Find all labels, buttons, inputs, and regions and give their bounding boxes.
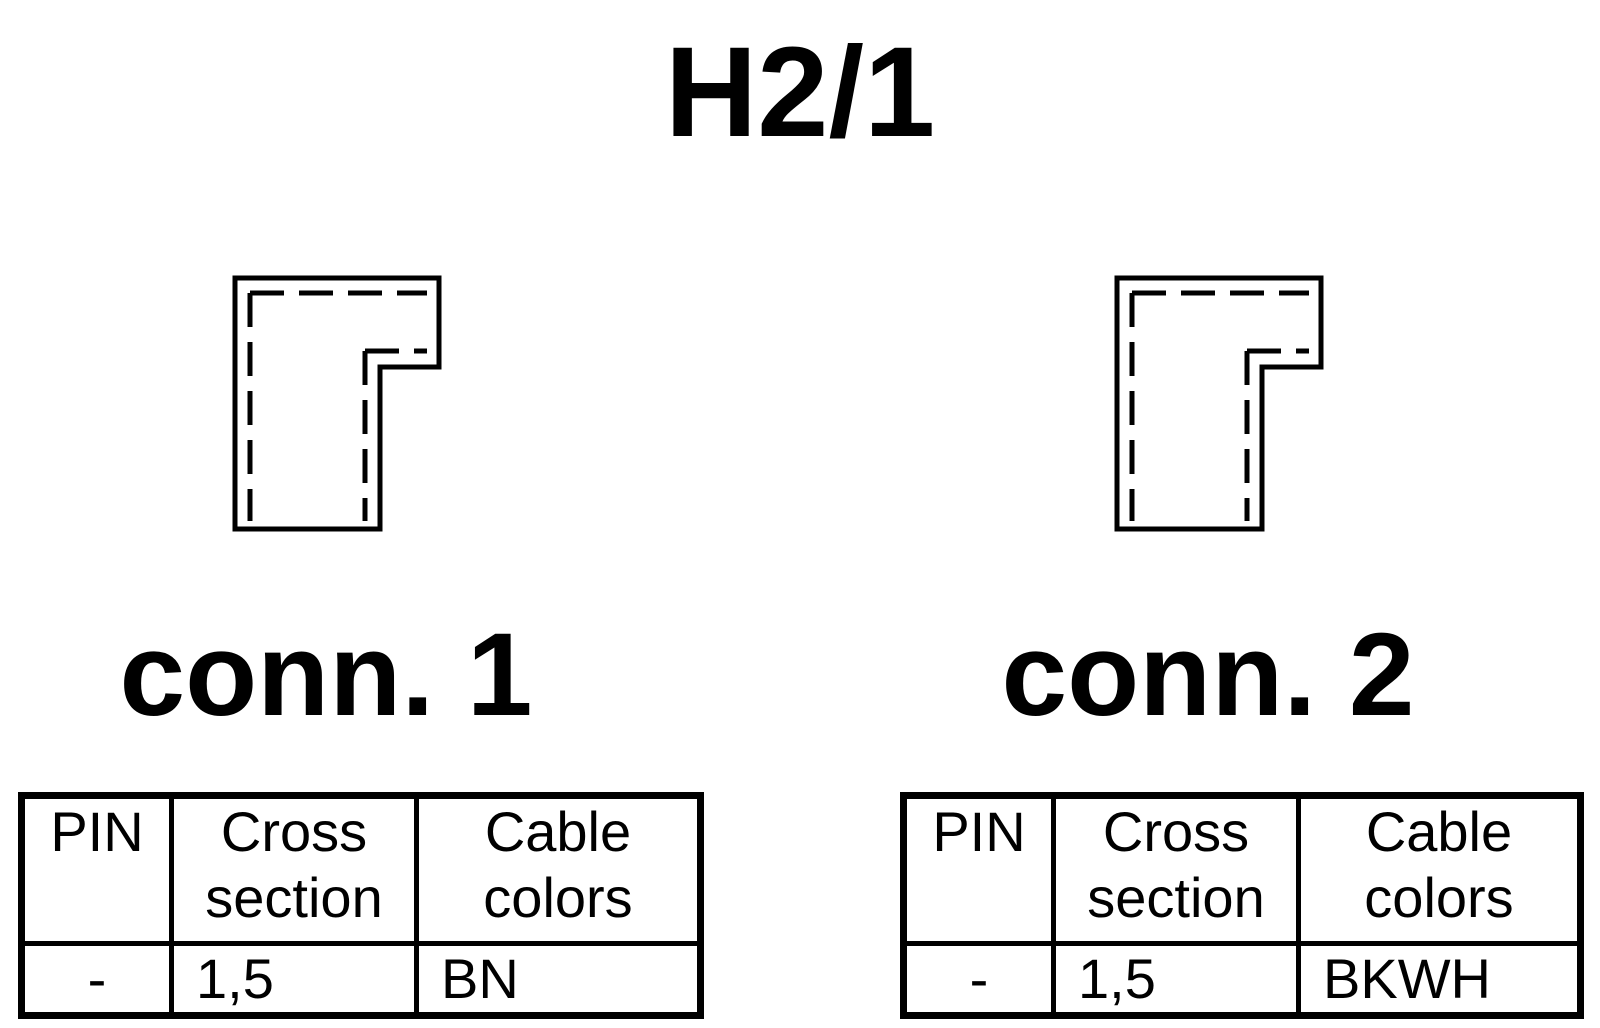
header-cross-line1: Cross [220, 800, 368, 863]
header-cable-line2: colors [483, 866, 633, 929]
header-cross-section: Cross section [169, 793, 419, 946]
header-cross-section: Cross section [1051, 793, 1301, 946]
header-cable-line1: Cable [1365, 800, 1513, 863]
header-cross-line2: section [205, 866, 383, 929]
cell-cross-section: 1,5 [1051, 941, 1301, 1018]
header-cross-line2: section [1087, 866, 1265, 929]
cell-pin: - [901, 941, 1056, 1018]
header-cable-line1: Cable [484, 800, 632, 863]
header-cross-line1: Cross [1102, 800, 1250, 863]
table-header-row: PIN Cross section Cable colors [19, 793, 703, 946]
header-pin: PIN [901, 793, 1056, 946]
header-cable-line2: colors [1364, 866, 1514, 929]
connector-label-1: conn. 1 [119, 609, 533, 741]
header-cable-colors: Cable colors [414, 793, 703, 946]
connector-table-1: PIN Cross section Cable colors - 1,5 BN [18, 792, 704, 1019]
cell-cable-color: BKWH [1296, 941, 1583, 1018]
l-shaped-connector-icon [232, 275, 442, 532]
l-shaped-connector-icon [1114, 275, 1324, 532]
header-pin-text: PIN [932, 800, 1026, 863]
table-header-row: PIN Cross section Cable colors [901, 793, 1583, 946]
table-row: - 1,5 BKWH [901, 941, 1583, 1018]
connector-table-2: PIN Cross section Cable colors - 1,5 BKW… [900, 792, 1584, 1019]
header-pin-text: PIN [50, 800, 144, 863]
cell-cross-section: 1,5 [169, 941, 419, 1018]
connector-label-2: conn. 2 [1001, 609, 1415, 741]
header-pin: PIN [19, 793, 174, 946]
diagram-title: H2/1 [664, 21, 936, 164]
header-cable-colors: Cable colors [1296, 793, 1583, 946]
cell-cable-color: BN [414, 941, 703, 1018]
cell-pin: - [19, 941, 174, 1018]
table-row: - 1,5 BN [19, 941, 703, 1018]
